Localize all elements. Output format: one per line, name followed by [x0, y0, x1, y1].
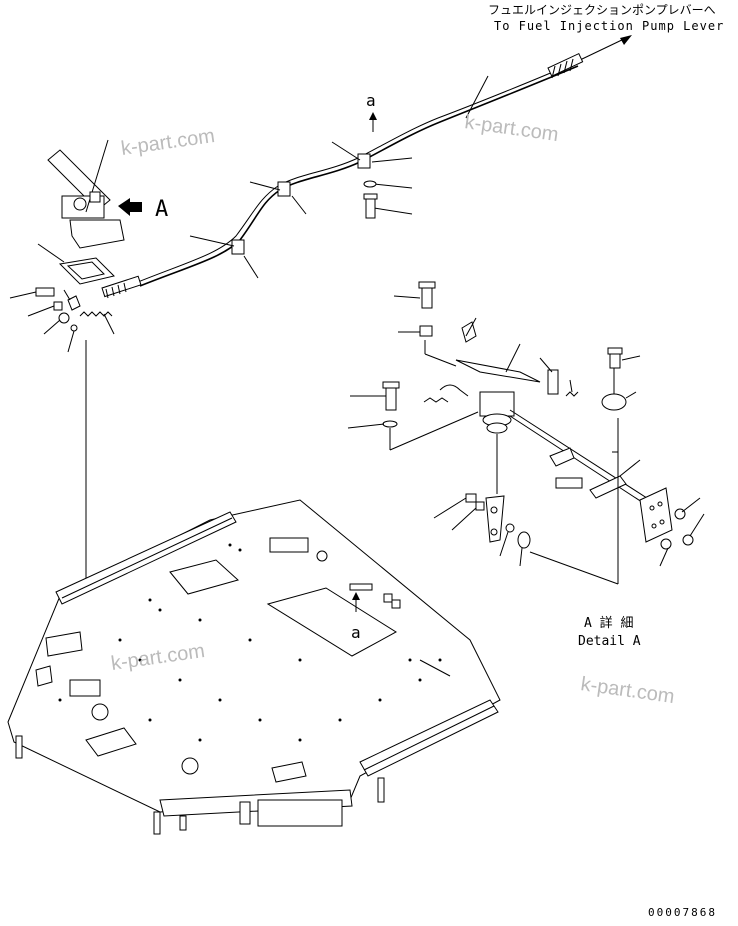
- pedal-pin: [9, 287, 55, 299]
- throttle-cable: [101, 52, 584, 299]
- view-a-label: A: [155, 197, 168, 222]
- pedal-spring: [79, 311, 115, 335]
- pump-direction-arrow: [579, 35, 632, 61]
- cable-clamp-1: [331, 141, 371, 169]
- view-a-top-arrow: [369, 112, 377, 132]
- accelerator-pedal: [47, 139, 125, 249]
- clamp-washer: [363, 180, 377, 188]
- detail-a-assembly: [347, 281, 705, 585]
- pedal-clip: [67, 324, 78, 353]
- pedal-washer: [43, 312, 70, 335]
- cable-pedal-end: [101, 275, 142, 299]
- english-note: To Fuel Injection Pump Lever: [494, 19, 724, 33]
- cable-threaded-end: [547, 52, 584, 79]
- japanese-note: フュエルインジェクションポンプレバーへ: [488, 3, 716, 17]
- cab-floor-plate: [7, 499, 501, 835]
- watermark-1: k-part.com: [120, 125, 217, 160]
- detail-a-title-en: Detail A: [578, 634, 641, 649]
- cable-clamp-2: [249, 181, 291, 197]
- pedal-gasket: [37, 243, 115, 285]
- view-a-small-top: a: [366, 91, 376, 110]
- cable-clamp-3: [189, 235, 245, 255]
- pedal-bracket-small: [63, 289, 81, 311]
- view-a-small-floor: a: [351, 623, 361, 642]
- watermark-2: k-part.com: [463, 111, 560, 146]
- view-a-arrow: [118, 198, 142, 216]
- clamp-bolt: [363, 193, 378, 219]
- view-a-floor-arrow: [352, 592, 360, 612]
- watermark-4: k-part.com: [579, 673, 676, 708]
- drawing-number: 00007868: [648, 906, 717, 919]
- detail-a-title-jp: A 詳 細: [584, 615, 633, 631]
- pedal-nut: [27, 301, 63, 317]
